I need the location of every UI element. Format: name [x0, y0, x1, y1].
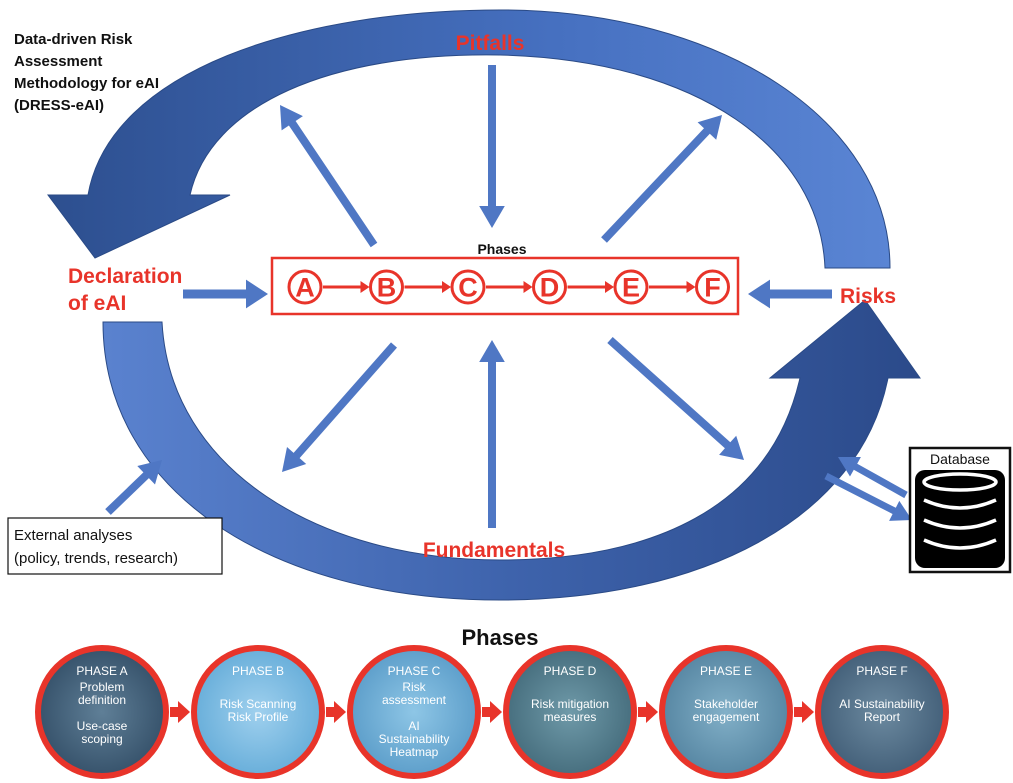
arrow-phases-up-right	[601, 115, 722, 243]
phase-circle-title: PHASE A	[76, 664, 127, 678]
phase-letter-circle	[532, 269, 567, 305]
phase-circle-line: Stakeholder	[694, 697, 758, 711]
phase-letter: A	[295, 273, 315, 303]
fundamentals-label: Fundamentals	[423, 539, 565, 562]
phase-circle-line: engagement	[693, 710, 760, 724]
phase-circle-title: PHASE C	[388, 664, 441, 678]
phase-circle-line: Risk Scanning	[220, 697, 297, 711]
phase-letter: E	[622, 273, 640, 303]
phase-circle-line: Risk mitigation	[531, 697, 609, 711]
phase-circle-line: AI Sustainability	[839, 697, 924, 711]
phase-letter-sequence: A B C D E F	[287, 269, 730, 305]
phase-circle-title: PHASE D	[544, 664, 597, 678]
phase-circle-line: AI	[408, 719, 419, 733]
phase-connector-arrowhead	[523, 281, 533, 293]
phase-circle-connector-head	[178, 701, 190, 723]
arrow-risks-to-phases	[748, 279, 832, 309]
phase-circle-connector-head	[334, 701, 346, 723]
methodology-title-line-2: Assessment	[14, 53, 102, 70]
database-icon	[915, 470, 1005, 568]
phase-letter-circle	[287, 269, 323, 305]
phase-circle-c: PHASE C RiskassessmentAISustainabilityHea…	[347, 645, 481, 779]
arrow-fundamentals-to-phases	[479, 340, 505, 528]
external-analyses-box	[7, 517, 223, 575]
phase-circle-line: Heatmap	[390, 745, 439, 759]
phase-circle-connector	[638, 707, 648, 717]
phase-circle-line: Use-case	[77, 719, 128, 733]
phase-connector-arrowhead	[605, 281, 614, 293]
arrow-declaration-to-phases	[183, 279, 268, 309]
phase-circle-title: PHASE F	[856, 664, 907, 678]
declaration-label-line-1: Declaration	[68, 265, 182, 288]
phase-letter: C	[458, 273, 478, 303]
phase-circle-line: Report	[864, 710, 901, 724]
phases-section-heading: Phases	[461, 625, 538, 650]
phase-connector-arrowhead	[360, 281, 370, 293]
phase-letter: B	[377, 273, 397, 303]
arrow-external-to-cycle	[105, 460, 162, 515]
phase-circles: PHASE AProblemdefinitionUse-casescopingP…	[35, 645, 949, 779]
arrow-phases-down-left	[282, 342, 397, 472]
phase-circle-line: Risk Profile	[228, 710, 289, 724]
phase-circle-title: PHASE E	[700, 664, 752, 678]
methodology-title-line-1: Data-driven Risk	[14, 31, 133, 48]
phase-letter-circle	[369, 269, 404, 305]
phase-letter: F	[704, 273, 721, 303]
methodology-title-line-4: (DRESS-eAI)	[14, 97, 104, 114]
cycle-arrow-bottom	[102, 299, 921, 601]
database-label: Database	[930, 451, 990, 467]
arrow-database-to-cycle	[838, 457, 908, 499]
declaration-label-line-2: of eAI	[68, 292, 126, 315]
external-analyses-line-1: External analyses	[14, 527, 132, 544]
methodology-title-line-3: Methodology for eAI	[14, 75, 159, 92]
phase-circle-line: assessment	[382, 693, 447, 707]
phase-circle-connector-head	[646, 701, 658, 723]
phase-circle-line: Risk	[402, 680, 426, 694]
risks-label: Risks	[840, 285, 896, 308]
flow-arrows	[105, 65, 912, 528]
phase-connector-arrowhead	[686, 281, 696, 293]
phase-circle-line: Problem	[80, 680, 125, 694]
phase-connector-arrowhead	[442, 281, 451, 293]
external-analyses-line-2: (policy, trends, research)	[14, 550, 178, 567]
phase-circle-connector	[482, 707, 492, 717]
arrow-cycle-to-database	[824, 472, 912, 521]
phase-circle-line: definition	[78, 693, 126, 707]
phase-letter-circle	[695, 269, 730, 305]
phases-caption: Phases	[477, 241, 526, 257]
phase-circle-line: measures	[544, 710, 597, 724]
phase-circle-line: scoping	[81, 732, 122, 746]
phase-letter-circle	[613, 269, 649, 305]
arrow-phases-up-left	[280, 105, 378, 248]
cycle-arrow-top	[47, 9, 891, 269]
phase-circle-connector	[794, 707, 804, 717]
phase-circle-connector-head	[490, 701, 502, 723]
arrow-pitfalls-to-phases	[479, 65, 505, 228]
phase-circle-title: PHASE B	[232, 664, 284, 678]
phase-circle-connector	[326, 707, 336, 717]
phase-circle-connector-head	[802, 701, 814, 723]
phase-letter-circle	[450, 269, 486, 305]
phase-circle-connector	[170, 707, 180, 717]
phase-letter: D	[540, 273, 560, 303]
phase-circle-line: Sustainability	[379, 732, 450, 746]
arrow-phases-down-right	[607, 337, 744, 460]
pitfalls-label: Pitfalls	[456, 32, 525, 55]
